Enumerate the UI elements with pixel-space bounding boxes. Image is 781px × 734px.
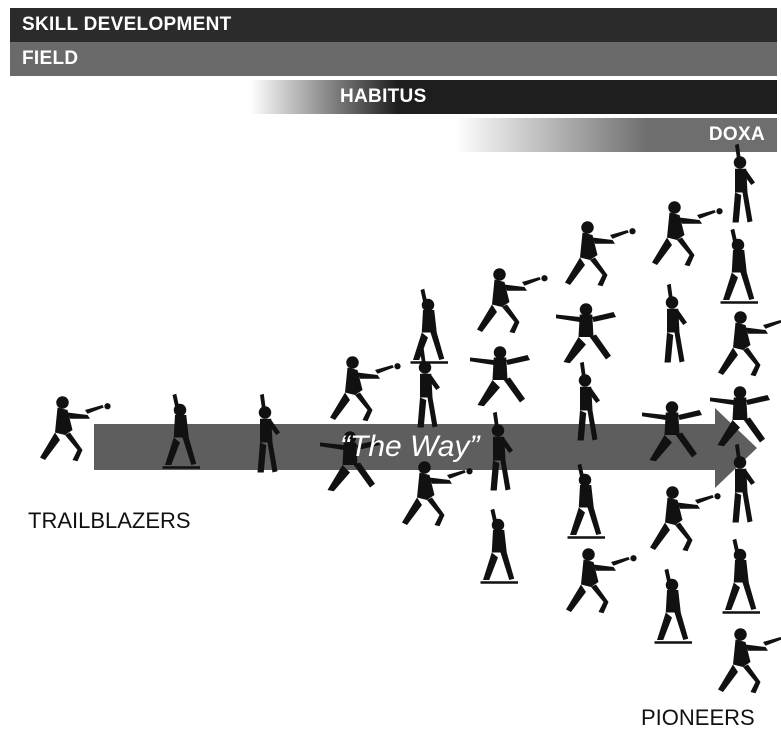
softball-player-silhouette-icon [565,221,636,287]
softball-player-silhouette-icon [718,628,781,694]
trailblazers-label: TRAILBLAZERS [28,508,191,533]
softball-player-silhouette-icon [410,288,448,364]
softball-player-silhouette-icon [477,268,548,334]
pioneers-label: PIONEERS [641,705,755,730]
field-bar: FIELD [10,42,777,76]
softball-player-silhouette-icon [650,486,721,552]
softball-player-silhouette-icon [566,548,637,614]
softball-player-silhouette-icon [567,463,605,539]
the-way-label: “The Way” [340,430,480,463]
softball-player-silhouette-icon [402,461,473,527]
softball-player-silhouette-icon [720,228,758,304]
softball-player-silhouette-icon [722,538,760,614]
doxa-bar: DOXA [455,118,777,152]
habitus-bar: HABITUS [250,80,777,114]
skill-development-bar: SKILL DEVELOPMENT [10,8,777,42]
softball-player-silhouette-icon [556,303,616,364]
skill-development-label: SKILL DEVELOPMENT [22,14,232,35]
softball-player-silhouette-icon [490,411,513,491]
softball-player-silhouette-icon [652,201,723,267]
softball-player-silhouette-icon [330,356,401,422]
softball-player-silhouette-icon [417,348,440,428]
softball-player-silhouette-icon [470,346,530,407]
softball-player-silhouette-icon [654,568,692,644]
doxa-label: DOXA [708,124,765,145]
habitus-label: HABITUS [340,86,427,107]
softball-player-silhouette-icon [664,283,687,363]
softball-player-silhouette-icon [480,508,518,584]
softball-player-silhouette-icon [732,143,755,223]
softball-player-silhouette-icon [718,311,781,377]
field-label: FIELD [22,48,79,69]
